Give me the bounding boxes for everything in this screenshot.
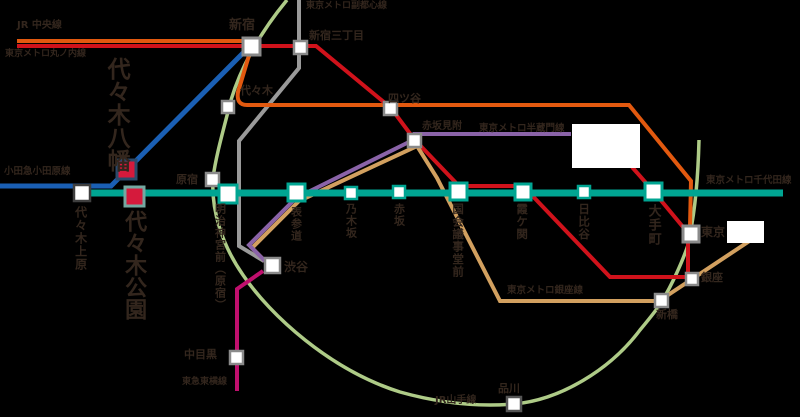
station-label-shibuya: 渋谷 — [284, 260, 309, 274]
station-label-tokyo: 東京 — [701, 225, 726, 239]
station-marker-shinjuku[interactable] — [241, 36, 262, 57]
station-label-yoyogi-uehara: 代々木上原 — [73, 206, 88, 271]
station-label-yotsuya: 四ツ谷 — [388, 92, 421, 105]
station-label-yoyogi-hachiman: 代々木八幡 — [103, 57, 130, 172]
ginza-line-label: 東京メトロ銀座線 — [507, 285, 584, 296]
station-marker-nakameguro[interactable] — [228, 349, 245, 366]
station-marker-shinjuku-sanchome[interactable] — [292, 39, 309, 56]
station-marker-akasaka-mitsuke[interactable] — [406, 132, 423, 149]
station-label-ginza: 銀座 — [701, 271, 723, 284]
station-marker-yoyogi[interactable] — [220, 99, 236, 115]
fukutoshin-line-label: 東京メトロ副都心線 — [306, 1, 388, 11]
station-marker-kasumigaseki[interactable] — [513, 182, 533, 202]
station-marker-yoyogi-koen[interactable] — [123, 185, 146, 208]
yamanote-line-label: JR山手線 — [435, 395, 477, 406]
station-marker-shimbashi[interactable] — [653, 292, 670, 309]
station-marker-kokkai-gijidomae[interactable] — [448, 181, 469, 202]
station-label-kasumigaseki: 霞ケ関 — [515, 203, 530, 241]
station-marker-tokyo[interactable] — [681, 224, 701, 244]
ginza-line — [249, 143, 765, 303]
station-marker-ginza[interactable] — [684, 271, 700, 287]
station-label-yoyogi-koen: 代々木公園 — [121, 210, 147, 320]
blank-overlay-top-right — [572, 124, 640, 168]
station-marker-shinagawa[interactable] — [505, 395, 523, 413]
station-marker-akasaka[interactable] — [391, 184, 407, 200]
station-label-meiji-jingumae: 明治神宮前（原宿） — [213, 203, 227, 311]
station-label-nogizaka: 乃木坂 — [344, 203, 358, 239]
station-marker-otemachi[interactable] — [643, 181, 664, 202]
station-marker-yotsuya[interactable] — [382, 100, 399, 117]
jr-chuo-line — [17, 39, 694, 228]
station-label-harajuku: 原宿 — [176, 173, 198, 186]
station-label-otemachi: 大手町 — [645, 204, 661, 246]
station-marker-omotesando[interactable] — [286, 182, 307, 203]
toyoko-line — [235, 269, 265, 391]
chiyoda-line-label: 東京メトロ千代田線 — [706, 175, 792, 186]
station-marker-yoyogi-uehara[interactable] — [72, 183, 92, 203]
odakyu-line — [0, 45, 251, 189]
station-marker-yoyogi-hachiman[interactable] — [115, 158, 138, 181]
hanzomon-line-label: 東京メトロ半蔵門線 — [479, 123, 565, 134]
yamanote-line — [211, 0, 701, 407]
station-label-shinjuku: 新宿 — [229, 18, 256, 33]
marunouchi-line-label: 東京メトロ丸ノ内線 — [5, 49, 87, 59]
station-marker-hibiya[interactable] — [576, 184, 592, 200]
station-label-akasaka: 赤坂 — [392, 203, 406, 227]
station-label-shimbashi: 新橋 — [656, 308, 678, 321]
odakyu-line-label: 小田急小田原線 — [4, 166, 71, 177]
hanzomon-line — [246, 132, 571, 263]
blank-overlay-tokyo-right — [727, 221, 764, 243]
station-label-akasaka-mitsuke: 赤坂見附 — [422, 121, 462, 132]
jr-chuo-line-label: JR 中央線 — [17, 20, 62, 31]
station-label-nakameguro: 中目黒 — [184, 348, 217, 361]
station-label-shinjuku-sanchome: 新宿三丁目 — [309, 29, 364, 42]
station-label-kokkai-gijidomae: 国会議事堂前 — [451, 203, 466, 278]
station-marker-harajuku[interactable] — [204, 171, 221, 188]
toyoko-line-label: 東急東横線 — [182, 377, 228, 387]
station-label-omotesando: 表参道 — [289, 206, 303, 242]
station-label-yoyogi: 代々木 — [240, 84, 273, 97]
station-marker-shibuya[interactable] — [263, 256, 282, 275]
station-label-shinagawa: 品川 — [498, 382, 520, 395]
station-label-hibiya: 日比谷 — [577, 203, 592, 241]
station-marker-nogizaka[interactable] — [343, 185, 359, 201]
station-marker-meiji-jingumae[interactable] — [217, 183, 239, 205]
